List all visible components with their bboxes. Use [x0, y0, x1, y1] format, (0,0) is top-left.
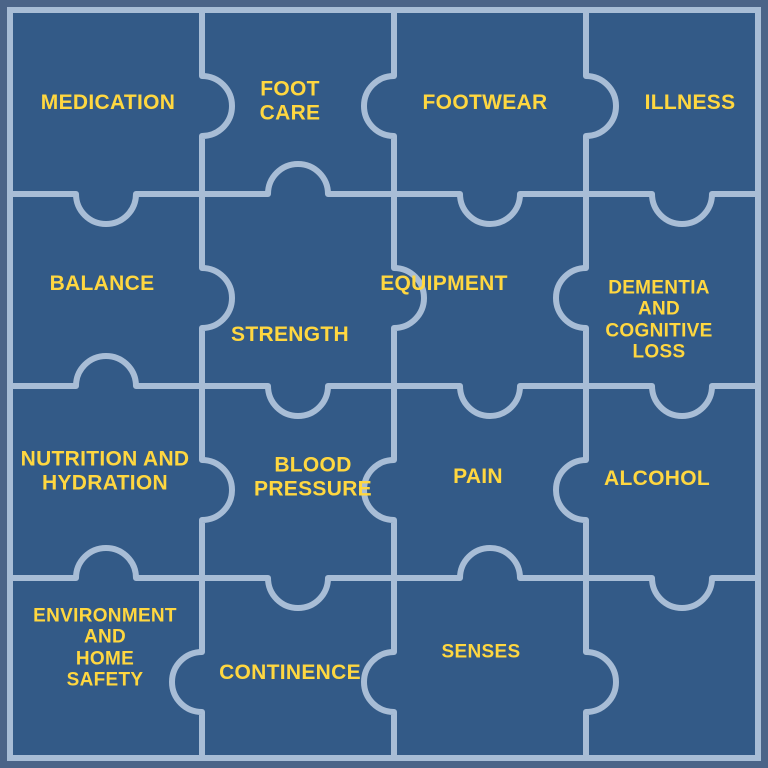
puzzle-seams — [7, 7, 761, 761]
seam-h2 — [7, 353, 761, 419]
seam-v3 — [553, 7, 619, 761]
seam-h3 — [7, 545, 761, 611]
seam-v1 — [169, 7, 235, 761]
seam-h1 — [7, 161, 761, 227]
seam-v2 — [361, 7, 427, 761]
